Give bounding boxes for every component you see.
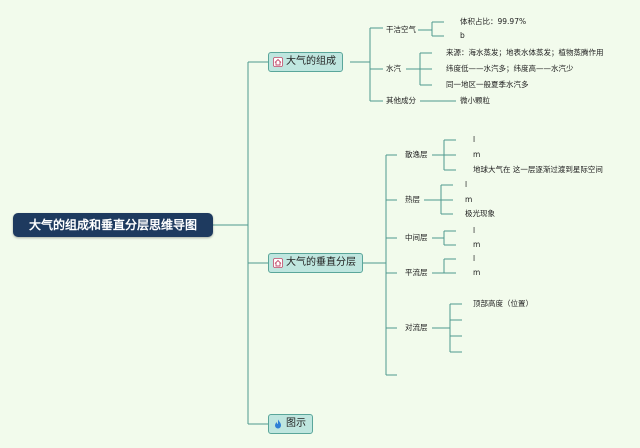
node-dry-air-child[interactable]: b [460,31,465,40]
node-thermosphere-child[interactable]: m [465,195,473,204]
home-icon [273,258,283,268]
branch-layers-label: 大气的垂直分层 [286,257,356,268]
node-troposphere-child[interactable]: 顶部高度（位置） [473,299,533,308]
node-other[interactable]: 其他成分 [386,96,416,105]
node-stratosphere-child[interactable]: m [473,268,481,277]
node-other-child[interactable]: 微小颗粒 [460,96,490,105]
node-dry-air[interactable]: 干洁空气 [386,25,416,34]
node-exosphere-child[interactable]: l [473,135,476,144]
home-icon [273,57,283,67]
node-thermosphere-child[interactable]: l [465,180,468,189]
node-water-vapor-child[interactable]: 同一地区一般夏季水汽多 [446,80,529,89]
branch-figure-label: 图示 [286,418,306,429]
branch-composition-label: 大气的组成 [286,56,336,67]
node-exosphere-child[interactable]: m [473,150,481,159]
node-dry-air-child[interactable]: 体积占比：99.97% [460,17,527,26]
node-exosphere-child[interactable]: 地球大气在 这一层逐渐过渡到星际空间 [473,165,603,174]
root-node[interactable]: 大气的组成和垂直分层思维导图 [13,213,213,237]
node-mesosphere-child[interactable]: l [473,226,476,235]
branch-figure[interactable]: 图示 [268,414,313,434]
node-water-vapor[interactable]: 水汽 [386,64,401,73]
branch-composition[interactable]: 大气的组成 [268,52,343,72]
node-water-vapor-child[interactable]: 来源：海水蒸发；地表水体蒸发；植物蒸腾作用 [446,48,604,57]
node-thermosphere-child[interactable]: 极光现象 [465,209,495,218]
node-stratosphere[interactable]: 平流层 [405,268,428,277]
node-water-vapor-child[interactable]: 纬度低——水汽多；纬度高——水汽少 [446,64,574,73]
flame-icon [275,419,281,429]
branch-layers[interactable]: 大气的垂直分层 [268,253,363,273]
node-troposphere[interactable]: 对流层 [405,323,428,332]
node-thermosphere[interactable]: 热层 [405,195,420,204]
node-mesosphere[interactable]: 中间层 [405,233,428,242]
node-mesosphere-child[interactable]: m [473,240,481,249]
node-exosphere[interactable]: 散逸层 [405,150,428,159]
node-stratosphere-child[interactable]: l [473,254,476,263]
